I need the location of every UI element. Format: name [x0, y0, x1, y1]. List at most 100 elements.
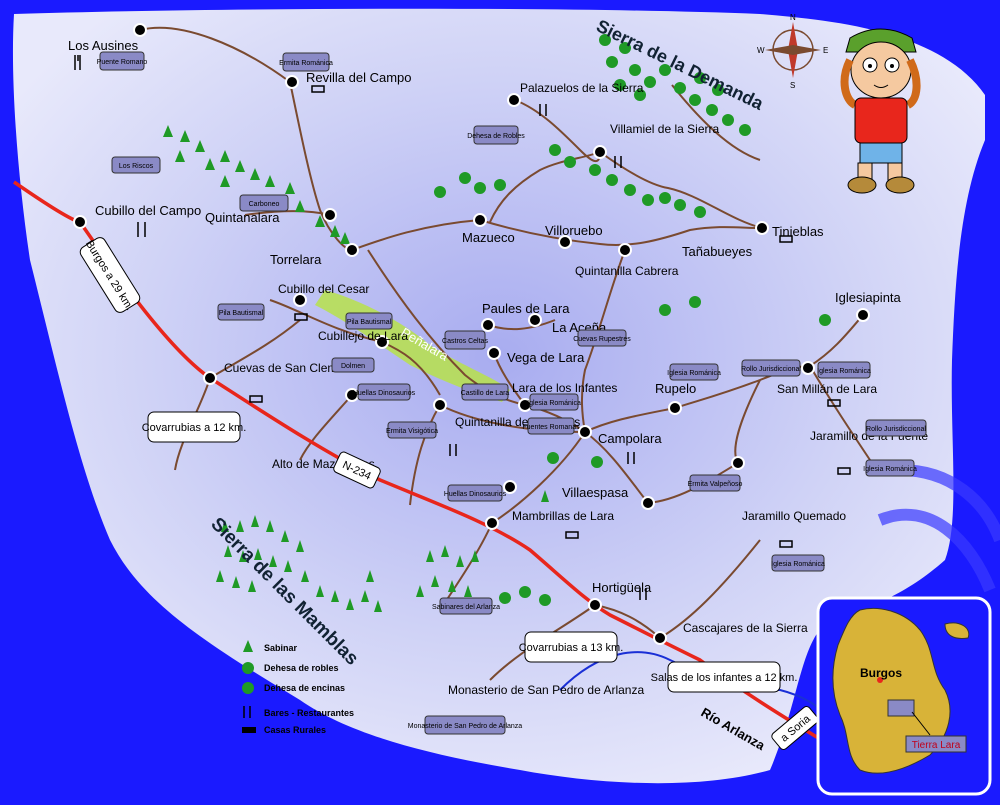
sign-salas: Salas de los infantes a 12 km.: [651, 661, 797, 693]
bed-icon: [311, 85, 325, 93]
poi-badge: Iglesia Románica: [863, 459, 917, 477]
svg-text:Sabinar: Sabinar: [264, 643, 298, 653]
burgos-province-shape: [832, 607, 951, 774]
svg-text:Iglesia Románica: Iglesia Románica: [527, 400, 581, 407]
legend-item: Dehesa de robles: [242, 662, 339, 674]
town-label: Villamiel de la Sierra: [610, 122, 719, 136]
legend-item: Bares - Restaurantes: [243, 706, 354, 718]
poi-badge: Ermita Valpeñoso: [688, 474, 743, 492]
town-label: San Millán de Lara: [777, 382, 877, 396]
holm-oak-icon: [242, 682, 254, 694]
decorative-swirls: [877, 464, 1000, 593]
bed-icon: [294, 313, 308, 321]
town-label: Cubillo del Campo: [95, 203, 201, 218]
svg-text:Iglesia Románica: Iglesia Románica: [817, 368, 871, 375]
poi-badge: Castillo de Lara: [461, 383, 510, 401]
sign-covarrubias-12: Covarrubias a 12 km.: [142, 411, 246, 443]
town-label: Monasterio de San Pedro de Arlanza: [448, 683, 644, 697]
poi-badge: Rollo Jurisdiccional: [865, 419, 927, 437]
town-label: Quintanalara: [205, 210, 280, 225]
fork-knife-icon: [539, 104, 547, 116]
town-label: Lara de los Infantes: [512, 381, 617, 395]
fork-knife-icon: [639, 588, 647, 600]
town-label: Hortigüela: [592, 580, 652, 595]
town-label: Quintanilla Cabrera: [575, 264, 679, 278]
svg-text:S: S: [790, 81, 795, 90]
fork-knife-icon: [627, 452, 635, 464]
tree-cluster-mamblas: [216, 515, 382, 612]
poi-badges: Puente Romano Ermita Románica Dehesa de …: [97, 51, 927, 735]
svg-text:Castros Celtas: Castros Celtas: [442, 338, 488, 345]
town-label: Cubillejo de Lara: [318, 329, 408, 343]
town-label: Paules de Lara: [482, 301, 570, 316]
svg-text:Carboneo: Carboneo: [249, 201, 280, 208]
svg-text:W: W: [757, 46, 765, 55]
poi-badge: Fuentes Romanas: [522, 417, 580, 435]
town-label: Los Ausines: [68, 38, 139, 53]
svg-text:Ermita Visigótica: Ermita Visigótica: [386, 428, 438, 435]
town-label: Cuevas de San Clemente: [224, 361, 361, 375]
svg-text:Ermita Románica: Ermita Románica: [279, 60, 333, 67]
poi-badge: Iglesia Románica: [667, 363, 721, 381]
poi-badge: Iglesia Románica: [527, 393, 581, 411]
bed-icon: [779, 235, 793, 243]
svg-text:Castillo de Lara: Castillo de Lara: [461, 390, 510, 397]
svg-text:Dehesa de encinas: Dehesa de encinas: [264, 683, 345, 693]
inset-region-label: Tierra Lara: [912, 740, 961, 751]
poi-badge: Carboneo: [239, 194, 289, 212]
svg-text:Los Riscos: Los Riscos: [119, 163, 154, 170]
svg-text:Dehesa de Robles: Dehesa de Robles: [467, 133, 525, 140]
town-label: Revilla del Campo: [306, 70, 412, 85]
svg-text:Iglesia Románica: Iglesia Románica: [667, 370, 721, 377]
fork-knife-icon: [74, 55, 81, 70]
town-markers: [73, 23, 870, 645]
legend-item: Sabinar: [243, 640, 298, 653]
compass-rose-icon: N S W E: [757, 13, 828, 90]
town-label: Palazuelos de la Sierra: [520, 81, 644, 95]
bed-icon: [565, 531, 579, 539]
svg-text:Fuentes Romanas: Fuentes Romanas: [522, 424, 580, 431]
town-label: Vega de Lara: [507, 350, 585, 365]
poi-badge: Ermita Románica: [279, 52, 333, 72]
amenity-icons: [74, 55, 851, 600]
poi-badge: Iglesia Románica: [771, 554, 825, 572]
svg-text:Pila Bautismal: Pila Bautismal: [347, 319, 392, 326]
svg-text:Casas Rurales: Casas Rurales: [264, 725, 326, 735]
poi-badge: Ermita Visigótica: [386, 421, 438, 439]
oak-icon: [242, 662, 254, 674]
svg-text:Iglesia Románica: Iglesia Románica: [771, 561, 825, 568]
town-label: Tañabueyes: [682, 244, 753, 259]
bed-icon: [837, 467, 851, 475]
poi-badge: Huellas Dinosaurios: [353, 383, 416, 401]
svg-text:Covarrubias a 13 km.: Covarrubias a 13 km.: [519, 642, 624, 654]
bed-icon: [779, 540, 793, 548]
poi-badge: Pila Bautismal: [345, 312, 393, 330]
svg-text:Bares - Restaurantes: Bares - Restaurantes: [264, 708, 354, 718]
town-label: Mambrillas de Lara: [512, 509, 614, 523]
poi-badge: Monasterio de San Pedro de Arlanza: [408, 715, 523, 735]
poi-badge: Cuevas Rupestres: [573, 329, 631, 347]
poi-badge: Rollo Jurisdiccional: [741, 359, 801, 377]
fork-knife-icon: [449, 444, 457, 456]
poi-badge: Dehesa de Robles: [467, 125, 525, 145]
svg-text:Dolmen: Dolmen: [341, 363, 365, 370]
svg-text:Huellas Dinosaurios: Huellas Dinosaurios: [444, 491, 507, 498]
town-label: Villaespasa: [562, 485, 629, 500]
town-label: Torrelara: [270, 252, 322, 267]
svg-text:Ermita Valpeñoso: Ermita Valpeñoso: [688, 481, 743, 488]
fork-knife-icon: [614, 156, 622, 168]
town-label: Cubillo del Cesar: [278, 282, 369, 296]
town-label: Rupelo: [655, 381, 696, 396]
svg-text:Monasterio de San Pedro de Arl: Monasterio de San Pedro de Arlanza: [408, 723, 523, 730]
town-label: Campolara: [598, 431, 662, 446]
svg-text:N: N: [790, 13, 796, 22]
poi-badge: Puente Romano: [97, 51, 147, 71]
legend: Sabinar Dehesa de robles Dehesa de encin…: [242, 640, 354, 735]
legend-item: Casas Rurales: [242, 725, 326, 735]
town-label: Cascajares de la Sierra: [683, 621, 808, 635]
svg-text:E: E: [823, 46, 828, 55]
svg-text:Iglesia Románica: Iglesia Románica: [863, 466, 917, 473]
bed-icon: [249, 395, 263, 403]
